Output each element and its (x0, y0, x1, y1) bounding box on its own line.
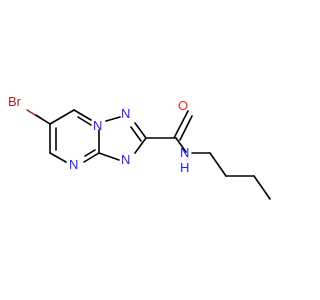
bond-c6-c7 (49, 109, 75, 125)
bond-n2-c2-inner (130, 126, 142, 142)
bond-camide-o-b (179, 115, 193, 141)
atom-n-triazole-upper: N (121, 106, 130, 121)
bond-n4-c3a-inner (84, 149, 96, 157)
bond-c7-n1 (73, 109, 92, 121)
atom-n-pyrimidine-lower: N (69, 157, 78, 172)
atom-bromine: Br (8, 94, 22, 109)
bond-camide-o-a (173, 110, 189, 139)
atom-labels: Br N N N N O N H (8, 94, 189, 175)
bond-c7-n1-inner (77, 116, 92, 126)
bond-n3-c3a (98, 152, 120, 161)
molecule-diagram: Br N N N N O N H (8, 94, 271, 200)
bond-c5-n4 (49, 152, 67, 163)
bond-c3-c4 (253, 175, 271, 200)
atom-oxygen: O (178, 98, 188, 113)
bond-n2-c2 (134, 122, 147, 139)
bond-n1-n2 (105, 116, 121, 122)
bond-br-c6-dark (35, 114, 51, 125)
bond-c1-c2 (209, 152, 227, 177)
atom-n-triazole-lower: N (121, 152, 130, 167)
bond-n4-c3a (83, 152, 100, 163)
structure-drawing: Br N N N N O N H (8, 94, 271, 200)
bond-lines (26, 109, 271, 200)
bond-camide-n (175, 137, 187, 153)
atom-amide-nitrogen: N (180, 145, 189, 160)
atom-n-pyrimidine-bridge: N (93, 118, 102, 133)
bond-c2-n3 (134, 137, 147, 154)
atom-amide-hydrogen: H (180, 160, 189, 175)
